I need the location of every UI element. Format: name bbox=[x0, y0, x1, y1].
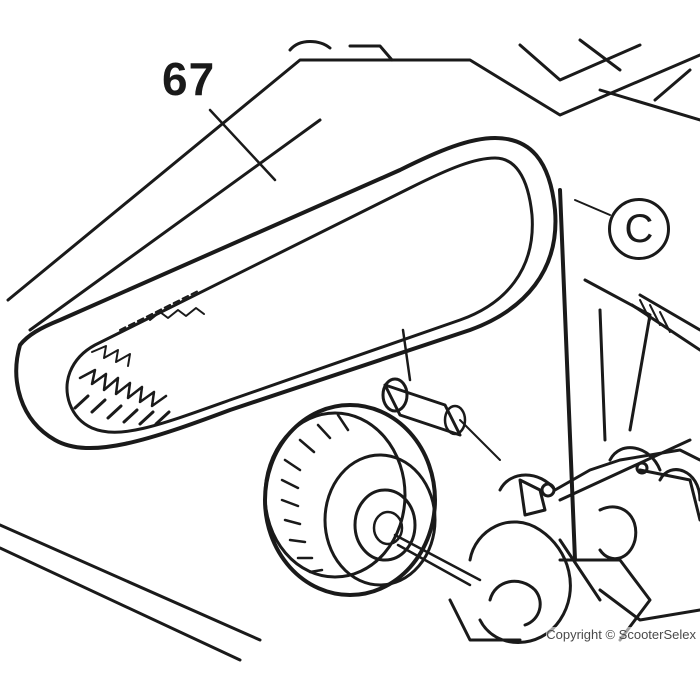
clutch-assembly bbox=[448, 446, 700, 644]
belt-leader-line bbox=[208, 108, 277, 182]
drive-belt bbox=[14, 136, 558, 451]
section-c-circle-label: C bbox=[608, 198, 670, 260]
bolt-pin bbox=[381, 328, 501, 461]
driven-pulley bbox=[263, 403, 437, 597]
copyright-watermark: Copyright © ScooterSelex bbox=[546, 627, 696, 642]
engine-case-outline bbox=[0, 38, 700, 662]
belt-part-number-label: 67 bbox=[162, 53, 216, 105]
section-c-leader-line bbox=[574, 199, 611, 216]
pulley-axle bbox=[393, 533, 482, 587]
threaded-fastener bbox=[630, 293, 700, 352]
